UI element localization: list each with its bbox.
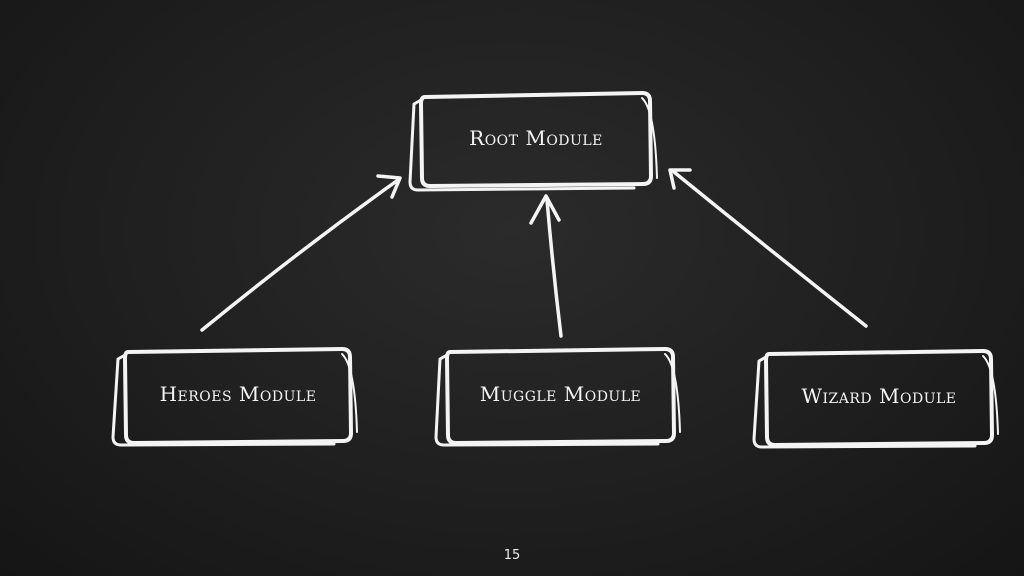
wizard-module-box	[752, 349, 999, 449]
root-module-box	[408, 91, 658, 192]
arrow-heroes-to-root	[200, 174, 402, 332]
heroes-module-label: Heroes Module	[159, 382, 317, 406]
arrow-muggle-to-root	[529, 194, 563, 338]
muggle-module-box	[434, 347, 681, 447]
heroes-module-box	[111, 347, 358, 447]
root-module-label: Root Module	[469, 126, 603, 150]
page-number: 15	[503, 548, 521, 563]
wizard-module-label: Wizard Module	[801, 384, 957, 408]
arrow-wizard-to-root	[668, 168, 868, 328]
muggle-module-label: Muggle Module	[479, 382, 642, 406]
